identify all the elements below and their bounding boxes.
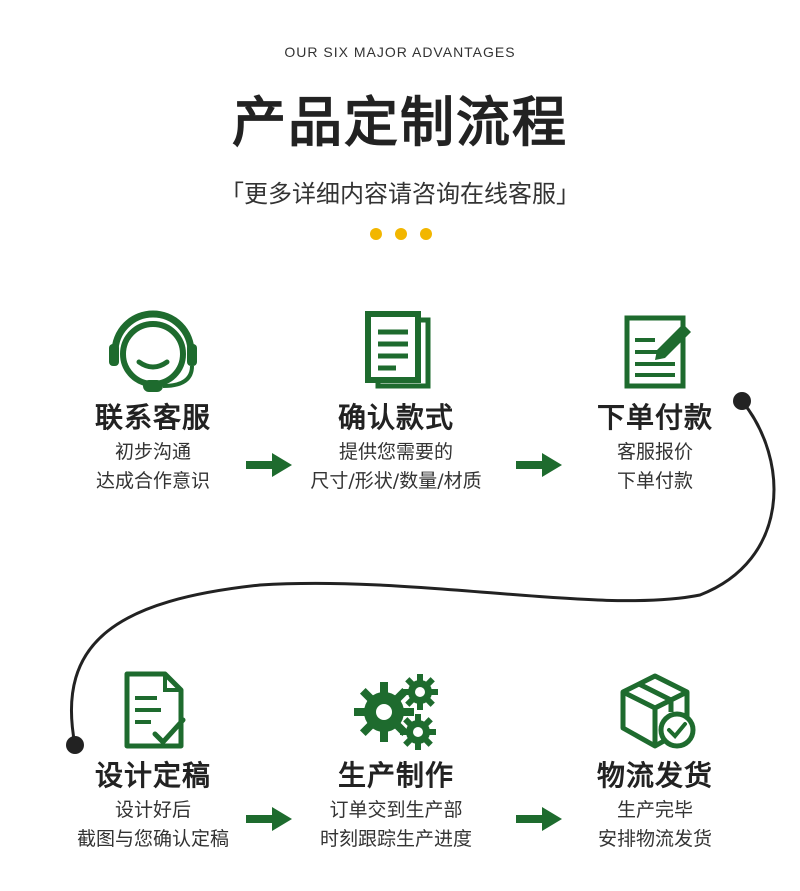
step-desc-line2: 达成合作意识 [95, 470, 210, 492]
step-logistics-shipping: 物流发货 生产完毕 安排物流发货 [545, 668, 765, 854]
package-check-icon [605, 668, 705, 754]
subtitle-english: OUR SIX MAJOR ADVANTAGES [284, 44, 516, 60]
step-desc-line2: 尺寸/形状/数量/材质 [310, 470, 482, 492]
arrow-right-icon [246, 807, 292, 831]
step-production: 生产制作 订单交到生产部 时刻跟踪生产进度 [286, 668, 506, 854]
step-confirm-style: 确认款式 提供您需要的 尺寸/形状/数量/材质 [286, 310, 506, 496]
step-title: 下单付款 [596, 401, 713, 434]
step-desc-line2: 时刻跟踪生产进度 [319, 828, 472, 850]
step-design-finalize: 设计定稿 设计好后 截图与您确认定稿 [43, 668, 263, 854]
step-contact-service: 联系客服 初步沟通 达成合作意识 [43, 310, 263, 496]
dot-icon [395, 228, 407, 240]
step-desc-line2: 下单付款 [616, 470, 693, 492]
gears-icon [346, 668, 446, 754]
edit-document-icon [605, 310, 705, 396]
document-stack-icon [346, 310, 446, 396]
decorative-dots [370, 228, 432, 240]
step-order-payment: 下单付款 客服报价 下单付款 [545, 310, 765, 496]
step-desc-line1: 订单交到生产部 [329, 799, 463, 821]
arrow-right-icon [246, 453, 292, 477]
step-desc-line2: 安排物流发货 [597, 828, 712, 850]
dot-icon [370, 228, 382, 240]
design-file-check-icon [103, 668, 203, 754]
step-desc-line1: 设计好后 [114, 799, 191, 821]
step-desc-line1: 初步沟通 [114, 441, 191, 463]
step-title: 生产制作 [337, 759, 454, 792]
dot-icon [420, 228, 432, 240]
arrow-right-icon [516, 807, 562, 831]
page-title: 产品定制流程 [232, 91, 568, 154]
headset-icon [103, 310, 203, 396]
arrow-right-icon [516, 453, 562, 477]
tagline: 「更多详细内容请咨询在线客服」 [220, 180, 580, 208]
curve-start-dot [733, 392, 751, 410]
step-desc-line1: 生产完毕 [616, 799, 693, 821]
step-title: 联系客服 [94, 401, 211, 434]
step-title: 设计定稿 [94, 759, 211, 792]
step-desc-line1: 提供您需要的 [338, 441, 453, 463]
step-title: 物流发货 [596, 759, 713, 792]
step-desc-line1: 客服报价 [616, 441, 693, 463]
curve-end-dot [66, 736, 84, 754]
step-desc-line2: 截图与您确认定稿 [76, 828, 229, 850]
step-title: 确认款式 [337, 401, 454, 434]
